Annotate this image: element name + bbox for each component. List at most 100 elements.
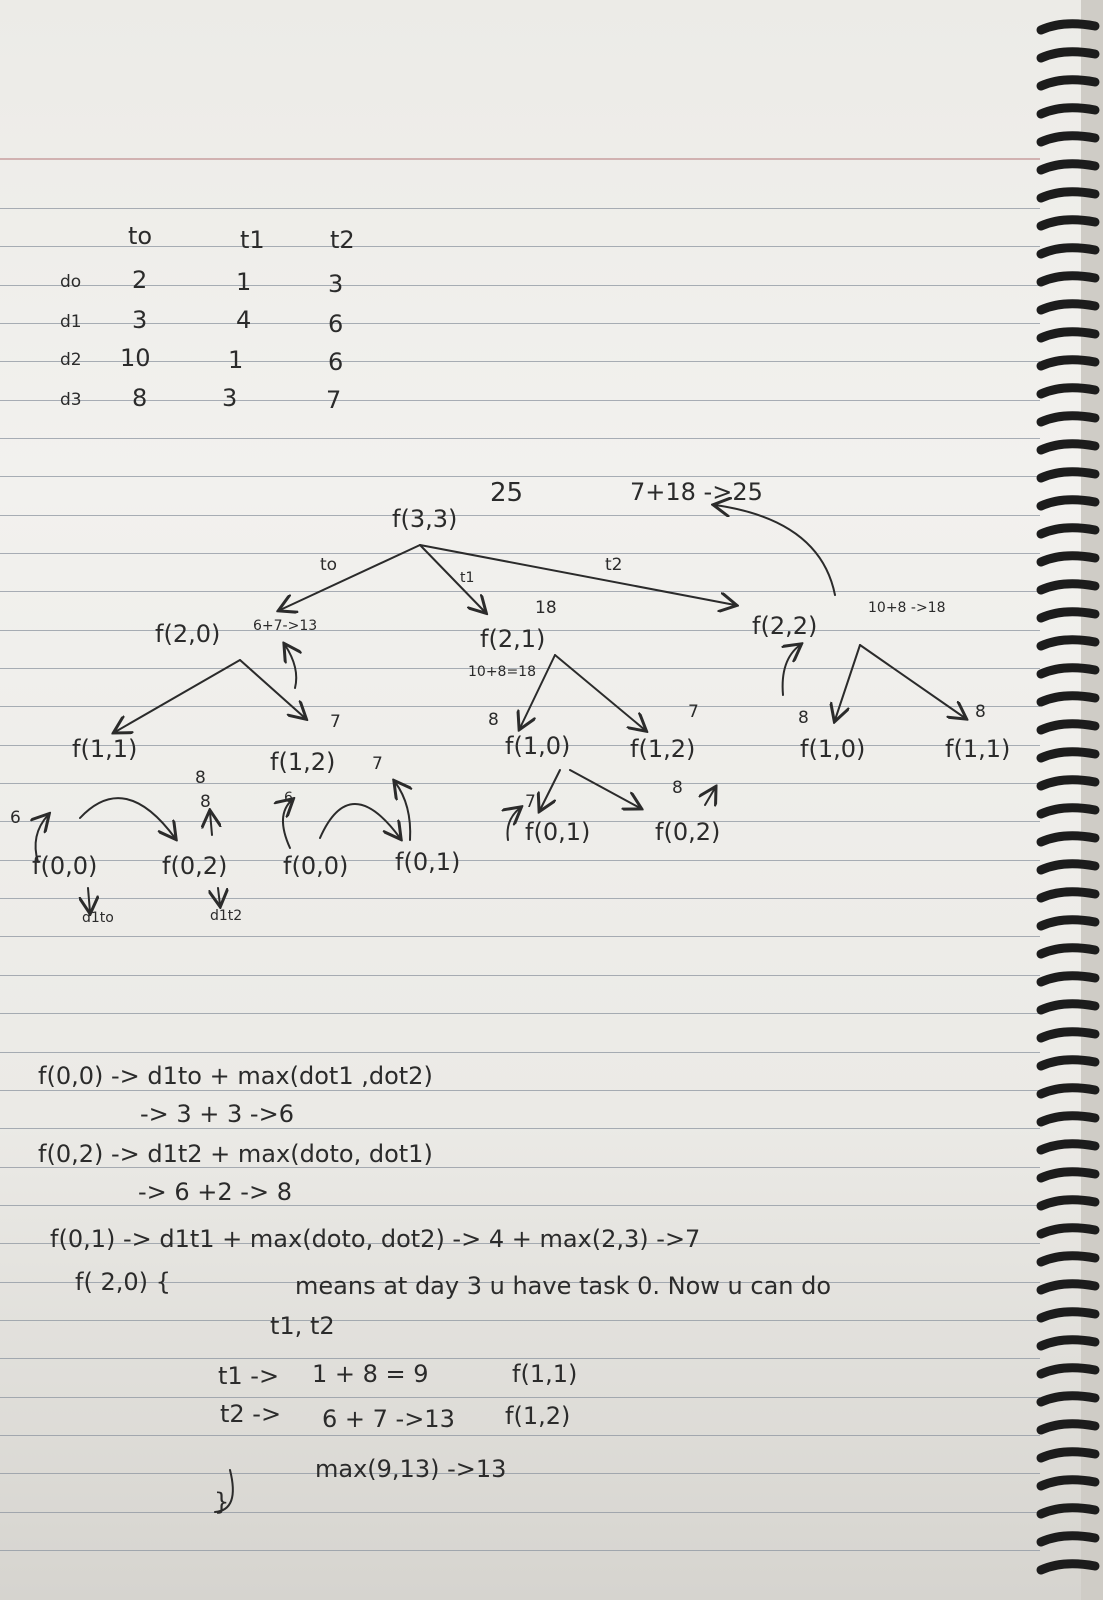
table-row-label: do bbox=[60, 272, 82, 292]
note-line: f(1,1) bbox=[512, 1360, 578, 1388]
rule-line bbox=[0, 438, 1040, 439]
node-value: 8 bbox=[672, 778, 683, 798]
spiral-coil bbox=[1036, 215, 1100, 231]
spiral-coil bbox=[1036, 1167, 1100, 1183]
note-line: f(0,2) -> d1t2 + max(doto, dot1) bbox=[38, 1140, 433, 1168]
tree-node: f(1,1) bbox=[72, 735, 138, 763]
note-line: f( 2,0) { bbox=[75, 1268, 171, 1296]
rule-line bbox=[0, 361, 1040, 362]
spiral-coil bbox=[1036, 747, 1100, 763]
rule-line bbox=[0, 860, 1040, 861]
return-arrow bbox=[783, 645, 800, 696]
spiral-coil bbox=[1036, 831, 1100, 847]
node-note: 6+7->13 bbox=[253, 618, 318, 634]
spiral-coil bbox=[1036, 355, 1100, 371]
spiral-coil bbox=[1036, 159, 1100, 175]
tree-edge bbox=[280, 544, 421, 610]
return-arrow bbox=[715, 505, 836, 596]
root-note: 7+18 ->25 bbox=[630, 478, 763, 506]
spiral-coil bbox=[1036, 551, 1100, 567]
spiral-coil bbox=[1036, 411, 1100, 427]
brace bbox=[214, 1469, 234, 1513]
rule-line bbox=[0, 553, 1040, 554]
spiral-coil bbox=[1036, 943, 1100, 959]
spiral-coil bbox=[1036, 1251, 1100, 1267]
tree-node: f(2,1) bbox=[480, 625, 546, 653]
tree-edge bbox=[540, 769, 561, 810]
tree-node: f(2,2) bbox=[752, 612, 818, 640]
node-note: d1t2 bbox=[210, 908, 243, 924]
spiral-coil bbox=[1036, 495, 1100, 511]
rule-line bbox=[0, 1205, 1040, 1206]
rule-line bbox=[0, 1512, 1040, 1513]
tree-edge bbox=[520, 654, 556, 728]
rule-line bbox=[0, 591, 1040, 592]
tree-node: f(0,1) bbox=[395, 848, 461, 876]
return-arrow bbox=[285, 645, 296, 689]
rule-line bbox=[0, 975, 1040, 976]
margin-line bbox=[0, 158, 1040, 160]
tree-edge bbox=[115, 659, 241, 732]
node-value: 7 bbox=[330, 712, 341, 732]
spiral-coil bbox=[1036, 327, 1100, 343]
spiral-coil bbox=[1036, 103, 1100, 119]
tree-edge bbox=[859, 644, 965, 718]
note-line: max(9,13) ->13 bbox=[315, 1455, 507, 1483]
note-line: f(0,1) -> d1t1 + max(doto, dot2) -> 4 + … bbox=[50, 1225, 701, 1253]
table-cell: 10 bbox=[120, 344, 151, 372]
tree-node: f(1,1) bbox=[945, 735, 1011, 763]
rule-line bbox=[0, 285, 1040, 286]
spiral-coil bbox=[1036, 187, 1100, 203]
rule-line bbox=[0, 1282, 1040, 1283]
table-column-header: t1 bbox=[240, 226, 265, 254]
note-line: f(1,2) bbox=[505, 1402, 571, 1430]
spiral-coil bbox=[1036, 579, 1100, 595]
note-line: t2 -> bbox=[220, 1400, 282, 1428]
spiral-coil bbox=[1036, 887, 1100, 903]
rule-line bbox=[0, 1435, 1040, 1436]
spiral-coil bbox=[1036, 1083, 1100, 1099]
tree-edge bbox=[835, 644, 861, 720]
tree-node: f(0,2) bbox=[655, 818, 721, 846]
table-column-header: to bbox=[128, 222, 153, 250]
tree-node: f(0,0) bbox=[32, 852, 98, 880]
edge-label: t2 bbox=[605, 555, 623, 575]
spiral-coil bbox=[1036, 1223, 1100, 1239]
spiral-coil bbox=[1036, 691, 1100, 707]
spiral-coil bbox=[1036, 719, 1100, 735]
rule-line bbox=[0, 745, 1040, 746]
table-cell: 1 bbox=[236, 268, 252, 296]
table-cell: 2 bbox=[132, 266, 148, 294]
rule-line bbox=[0, 400, 1040, 401]
spiral-coil bbox=[1036, 131, 1100, 147]
spiral-coil bbox=[1036, 1503, 1100, 1519]
spiral-coil bbox=[1036, 1419, 1100, 1435]
tree-edge bbox=[239, 659, 305, 718]
spiral-coil bbox=[1036, 1139, 1100, 1155]
tree-node-root: f(3,3) bbox=[392, 505, 458, 533]
node-note: 10+8=18 bbox=[468, 664, 536, 680]
spiral-coil bbox=[1036, 1475, 1100, 1491]
table-column-header: t2 bbox=[330, 226, 355, 254]
rule-line bbox=[0, 515, 1040, 516]
spiral-coil bbox=[1036, 1195, 1100, 1211]
node-value: 8 bbox=[195, 768, 206, 788]
spiral-coil bbox=[1036, 1391, 1100, 1407]
rule-line bbox=[0, 208, 1040, 209]
spiral-coil bbox=[1036, 859, 1100, 875]
tree-node: f(1,2) bbox=[270, 748, 336, 776]
node-value: 8 bbox=[200, 792, 211, 812]
spiral-coil bbox=[1036, 803, 1100, 819]
rule-line bbox=[0, 668, 1040, 669]
tree-edge bbox=[419, 544, 735, 605]
spiral-coil bbox=[1036, 467, 1100, 483]
tree-edge bbox=[419, 544, 485, 612]
node-value: 6 bbox=[10, 808, 21, 828]
tree-edge bbox=[218, 887, 220, 905]
table-cell: 6 bbox=[328, 310, 344, 338]
note-line: t1, t2 bbox=[270, 1312, 335, 1340]
note-line: -> 3 + 3 ->6 bbox=[140, 1100, 294, 1128]
rule-line bbox=[0, 1128, 1040, 1129]
spiral-coil bbox=[1036, 19, 1100, 35]
